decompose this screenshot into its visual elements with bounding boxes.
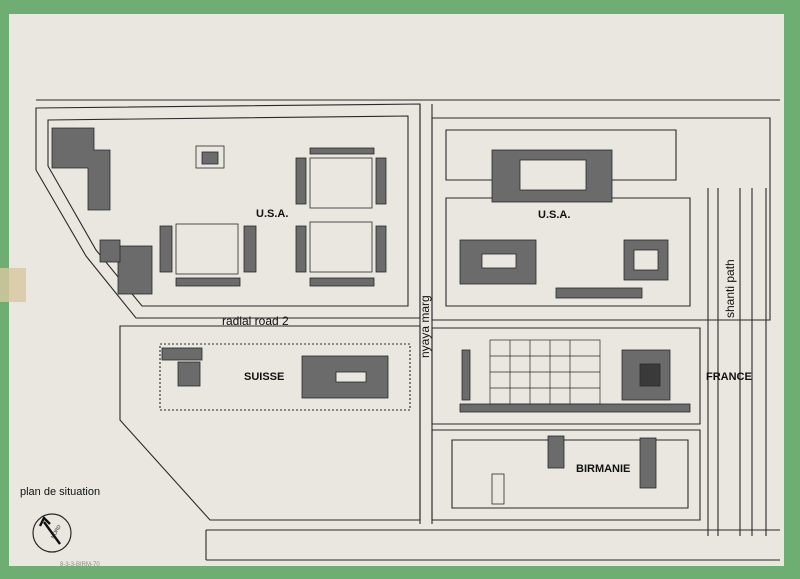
label-usa-west: U.S.A.	[256, 208, 289, 220]
buildings	[51, 127, 691, 505]
plan-title: plan de situation	[20, 486, 101, 498]
label-nyaya-marg: nyaya marg	[418, 295, 432, 358]
label-usa-east: U.S.A.	[538, 209, 571, 221]
road-network	[35, 99, 780, 561]
label-suisse: SUISSE	[244, 371, 285, 383]
label-shanti-path: shanti path	[723, 259, 737, 318]
label-radial-road-2: radial road 2	[222, 314, 289, 328]
north-arrow-icon	[32, 513, 72, 553]
label-france: FRANCE	[706, 371, 752, 383]
france-grid	[489, 339, 601, 405]
drawing-reference: 8-3-3-BIRM-70	[60, 562, 100, 568]
label-birmanie: BIRMANIE	[576, 463, 631, 475]
